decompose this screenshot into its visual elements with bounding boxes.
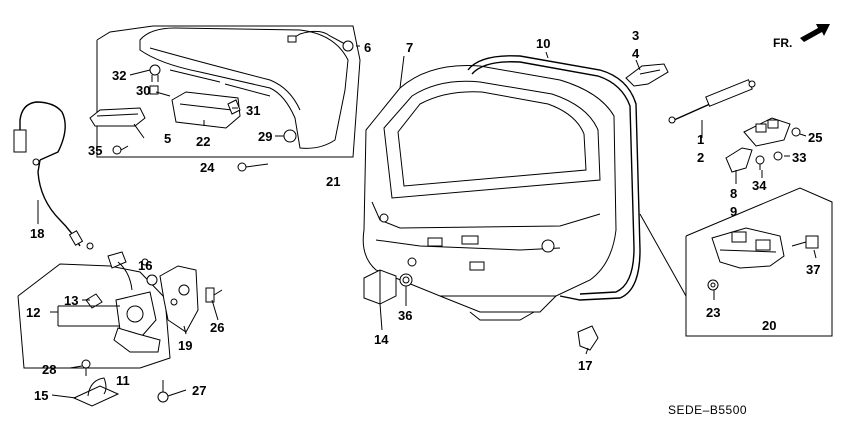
bolt-33: [773, 151, 783, 161]
leader-lines: [37, 45, 817, 399]
latch-cover-19: [159, 265, 199, 333]
callout-28: 28: [42, 362, 56, 377]
callout-16: 16: [138, 258, 152, 273]
callout-30: 30: [136, 83, 150, 98]
hinge-3-4: [625, 63, 669, 87]
clip-32: [149, 64, 161, 82]
callout-33: 33: [792, 150, 806, 165]
bolt-27: [157, 380, 169, 403]
callout-13: 13: [64, 293, 78, 308]
callout-36: 36: [398, 308, 412, 323]
high-mount-stop-light: [89, 107, 146, 127]
clip-13: [85, 293, 103, 309]
callout-labels: 1 2 3 4 5 6 7 8 9 10 11 12 13 14 15 16 1…: [26, 28, 822, 403]
callout-15: 15: [34, 388, 48, 403]
actuator-group-frame: [685, 187, 833, 337]
callout-12: 12: [26, 305, 40, 320]
cap-36: [399, 273, 413, 287]
bolt-29: [283, 129, 297, 143]
callout-24: 24: [200, 160, 215, 175]
callout-22: 22: [196, 134, 210, 149]
callout-2: 2: [697, 150, 704, 165]
screw-24: [237, 162, 269, 172]
license-light: [171, 91, 241, 129]
screw-35: [112, 145, 129, 155]
clip-31: [227, 99, 241, 115]
callout-9: 9: [730, 204, 737, 219]
bolt-26: [205, 287, 223, 303]
callout-29: 29: [258, 129, 272, 144]
callout-14: 14: [374, 332, 389, 347]
callout-31: 31: [246, 103, 260, 118]
callout-32: 32: [112, 68, 126, 83]
reference-code: SEDE–B5500: [668, 403, 747, 417]
callout-11: 11: [116, 373, 130, 388]
callout-7: 7: [406, 40, 413, 55]
callout-17: 17: [578, 358, 592, 373]
callout-19: 19: [178, 338, 192, 353]
callout-26: 26: [210, 320, 224, 335]
tailgate-7: [362, 65, 617, 321]
bolt-34: [755, 155, 765, 170]
callout-25: 25: [808, 130, 822, 145]
front-direction-label: FR.: [773, 36, 792, 50]
callout-21: 21: [326, 174, 340, 189]
rear-spoiler: [139, 27, 349, 149]
hinge-8-9: [725, 117, 791, 173]
callout-35: 35: [88, 143, 102, 158]
opener-cable-18: [13, 101, 94, 250]
weatherstrip-10: [467, 55, 641, 301]
screw-28: [81, 359, 91, 376]
callout-20: 20: [762, 318, 776, 333]
washer-23: [707, 279, 719, 291]
callout-8: 8: [730, 186, 737, 201]
harness-6: [287, 30, 354, 52]
actuator-assembly: [711, 227, 785, 269]
gas-strut-1-2: [668, 79, 756, 124]
callout-23: 23: [706, 305, 720, 320]
bolt-37: [791, 235, 819, 249]
callout-10: 10: [536, 36, 550, 51]
callout-5: 5: [164, 131, 171, 146]
callout-34: 34: [752, 178, 767, 193]
callout-4: 4: [632, 46, 640, 61]
callout-27: 27: [192, 383, 206, 398]
striker-15: [72, 377, 120, 407]
callout-37: 37: [806, 262, 820, 277]
callout-3: 3: [632, 28, 639, 43]
front-direction-arrow-icon: [800, 24, 830, 42]
switch-14: [363, 269, 397, 305]
callout-18: 18: [30, 226, 44, 241]
tailgate-latch-assembly: [107, 251, 161, 353]
spoiler-group-frame: [96, 25, 361, 158]
callout-6: 6: [364, 40, 371, 55]
bolt-25: [791, 127, 801, 137]
callout-1: 1: [697, 132, 704, 147]
clip-30: [149, 85, 159, 95]
bumper-17: [577, 325, 599, 351]
